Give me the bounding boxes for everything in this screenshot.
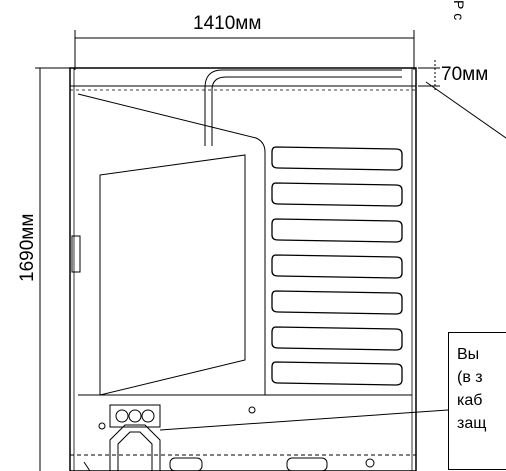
top-gap-marker [418,60,506,139]
note-callout: Вы (в з каб защ [448,332,506,470]
bottom-ports [70,404,416,471]
width-label: 1410мм [193,13,262,34]
vent-slots [271,146,403,386]
note-line: Вы [457,346,480,363]
door-panel [71,93,412,396]
corner-text: Р с [451,0,467,21]
note-line: (в з [457,369,483,386]
note-leader-line [159,409,449,431]
width-dimension-line [74,30,415,70]
pipe [204,69,402,146]
note-line: каб [457,392,483,409]
cabinet-outline [69,67,417,471]
note-line: защ [457,415,487,432]
top-gap-label: 70мм [441,64,489,85]
height-dimension-line [35,67,70,471]
height-label: 1690мм [17,213,38,282]
